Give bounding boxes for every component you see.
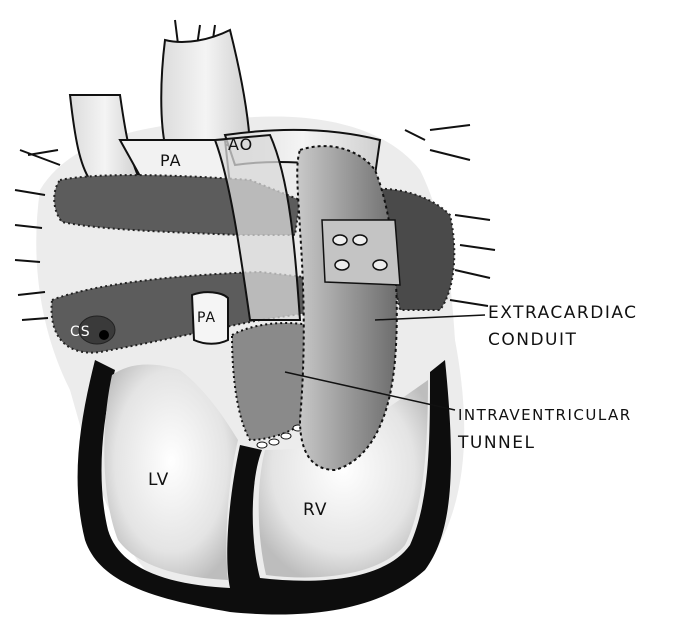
callout-intraventricular-line2: TUNNEL [457,433,535,453]
label-pa-top: PA [160,151,182,170]
callout-extracardiac-line1: EXTRACARDIAC [488,303,638,323]
label-rv: RV [303,500,328,520]
callout-extracardiac-line2: CONDUIT [488,330,577,350]
callout-intraventricular-line1: INTRAVENTRICULAR [458,406,632,424]
label-lv: LV [148,470,169,490]
label-ao: AO [228,135,253,154]
label-pa-mid: PA [197,310,216,326]
label-cs: CS [70,324,91,340]
